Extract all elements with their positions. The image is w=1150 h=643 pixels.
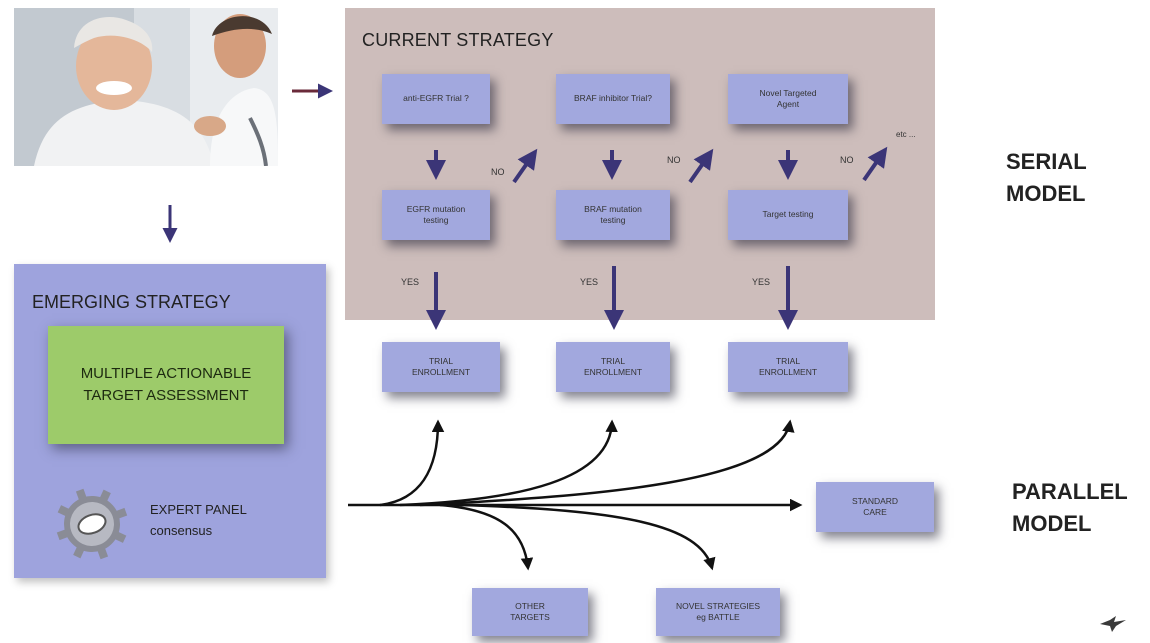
parallel-model-line2: MODEL xyxy=(1012,510,1092,536)
serial-model-line2: MODEL xyxy=(1006,180,1086,206)
etc-label: etc ... xyxy=(896,130,916,139)
parallel-to-enroll-3 xyxy=(419,419,795,507)
trial-enrollment-box-2: TRIAL ENROLLMENT xyxy=(556,342,670,392)
gear-icon xyxy=(56,488,128,560)
parallel-model-label: PARALLEL MODEL xyxy=(1012,476,1128,540)
parallel-to-other-targets xyxy=(439,503,534,571)
current-strategy-title: CURRENT STRATEGY xyxy=(362,30,554,50)
no-arrow-2 xyxy=(688,148,714,184)
other-targets-box: OTHER TARGETS xyxy=(472,588,588,636)
yes-label-3: YES xyxy=(752,277,771,287)
egfr-testing-box: EGFR mutation testing xyxy=(382,190,490,240)
multiple-target-assessment-label: MULTIPLE ACTIONABLE TARGET ASSESSMENT xyxy=(80,365,252,404)
expert-panel-text: EXPERT PANEL consensus xyxy=(150,500,247,542)
braf-trial-label: BRAF inhibitor Trial? xyxy=(574,93,652,104)
novel-agent-box: Novel Targeted Agent xyxy=(728,74,848,124)
standard-care-label: STANDARD CARE xyxy=(851,495,899,517)
target-testing-label: Target testing xyxy=(762,209,814,220)
patient-doctor-illustration xyxy=(14,8,278,166)
patient-doctor-photo xyxy=(14,8,278,166)
expert-panel-line2: consensus xyxy=(150,522,213,538)
trial-enrollment-box-3: TRIAL ENROLLMENT xyxy=(728,342,848,392)
anti-egfr-trial-box: anti-EGFR Trial ? xyxy=(382,74,490,124)
other-targets-label: OTHER TARGETS xyxy=(510,600,550,622)
emerging-strategy-title: EMERGING STRATEGY xyxy=(32,292,231,312)
yes-label-2: YES xyxy=(580,277,599,287)
trial-enrollment-box-1: TRIAL ENROLLMENT xyxy=(382,342,500,392)
expert-panel-line1: EXPERT PANEL xyxy=(150,502,247,517)
anti-egfr-trial-label: anti-EGFR Trial ? xyxy=(403,93,469,104)
parallel-to-novel-strategies xyxy=(459,503,716,571)
no-label-3: NO xyxy=(840,155,854,165)
multiple-target-assessment-box: MULTIPLE ACTIONABLE TARGET ASSESSMENT xyxy=(48,326,284,444)
egfr-testing-label: EGFR mutation testing xyxy=(406,203,466,225)
serial-model-label: SERIAL MODEL xyxy=(1006,146,1087,210)
parallel-to-enroll-2 xyxy=(399,419,618,507)
braf-testing-label: BRAF mutation testing xyxy=(584,203,642,225)
trial-enrollment-label-2: TRIAL ENROLLMENT xyxy=(583,355,643,377)
yes-label-1: YES xyxy=(401,277,420,287)
trial-enrollment-label-1: TRIAL ENROLLMENT xyxy=(411,355,471,377)
parallel-model-line1: PARALLEL xyxy=(1012,479,1128,504)
novel-agent-label: Novel Targeted Agent xyxy=(759,87,817,109)
braf-trial-box: BRAF inhibitor Trial? xyxy=(556,74,670,124)
target-testing-box: Target testing xyxy=(728,190,848,240)
novel-strategies-label: NOVEL STRATEGIES eg BATTLE xyxy=(675,600,761,622)
novel-strategies-box: NOVEL STRATEGIES eg BATTLE xyxy=(656,588,780,636)
no-label-2: NO xyxy=(667,155,681,165)
no-label-1: NO xyxy=(491,167,505,177)
standard-care-box: STANDARD CARE xyxy=(816,482,934,532)
serial-model-line1: SERIAL xyxy=(1006,149,1087,174)
parallel-to-enroll-1 xyxy=(379,419,445,507)
no-arrow-3 xyxy=(862,146,888,182)
trial-enrollment-label-3: TRIAL ENROLLMENT xyxy=(758,355,818,377)
no-arrow-1 xyxy=(512,148,538,184)
corner-mark-icon xyxy=(1100,616,1126,632)
braf-testing-box: BRAF mutation testing xyxy=(556,190,670,240)
